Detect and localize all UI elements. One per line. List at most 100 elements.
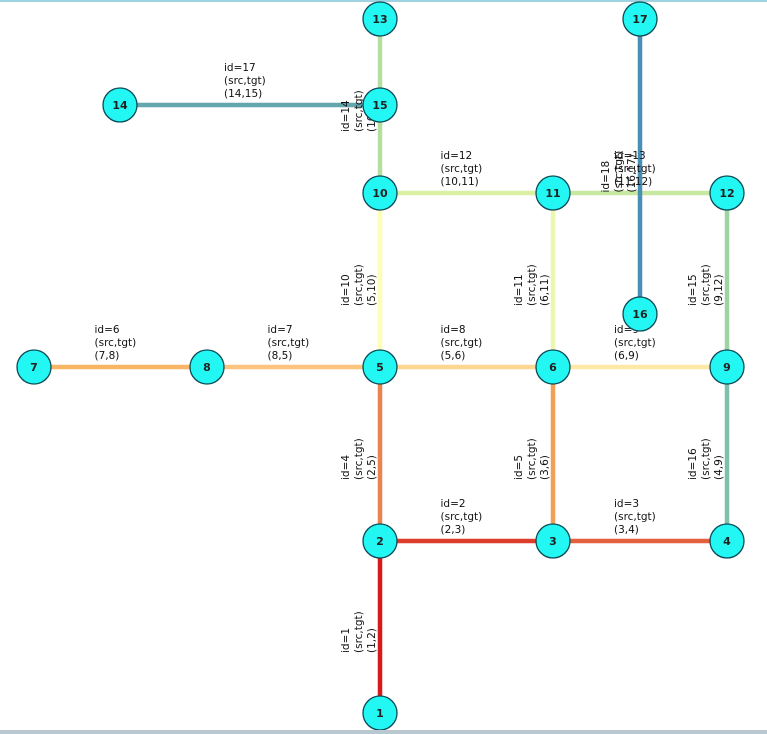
node-label: 2 — [376, 535, 384, 548]
edge-label-4-9: id=16(src,tgt)(4,9) — [687, 438, 725, 480]
node-label: 13 — [372, 13, 387, 26]
edge-id-text: id=13 — [614, 150, 646, 162]
edge-labels-layer: id=1(src,tgt)(1,2)id=2(src,tgt)(2,3)id=3… — [95, 62, 726, 653]
node-label: 15 — [372, 99, 387, 112]
edge-label-9-12: id=15(src,tgt)(9,12) — [687, 264, 725, 306]
node-label: 12 — [719, 187, 734, 200]
node-16: 16 — [622, 296, 658, 332]
edge-pair-text: (6,9) — [614, 350, 639, 362]
edge-pair-text: (5,6) — [441, 350, 466, 362]
node-label: 4 — [723, 535, 731, 548]
edge-pair-text: (11,12) — [614, 176, 652, 188]
edge-label-5-10: id=10(src,tgt)(5,10) — [340, 264, 378, 306]
edge-pair-text: (16,17) — [626, 154, 638, 192]
node-circle — [16, 349, 52, 385]
node-label: 14 — [112, 99, 128, 112]
node-circle — [362, 1, 398, 37]
node-4: 4 — [709, 523, 745, 559]
edge-pair-text: (7,8) — [95, 350, 120, 362]
node-17: 17 — [622, 1, 658, 37]
edge-label-6-11: id=11(src,tgt)(6,11) — [513, 264, 551, 306]
edge-id-text: id=17 — [224, 62, 256, 74]
edge-pair-text: (3,4) — [614, 524, 639, 536]
node-label: 16 — [632, 308, 648, 321]
edge-label-2-3: id=2(src,tgt)(2,3) — [441, 498, 483, 536]
edge-caption-text: (src,tgt) — [526, 264, 538, 306]
edge-caption-text: (src,tgt) — [441, 163, 483, 175]
edge-pair-text: (2,5) — [366, 455, 378, 480]
edge-pair-text: (10,11) — [441, 176, 479, 188]
edge-id-text: id=5 — [513, 455, 525, 480]
edge-caption-text: (src,tgt) — [614, 337, 656, 349]
edge-caption-text: (src,tgt) — [700, 438, 712, 480]
node-circle — [535, 349, 571, 385]
node-label: 9 — [723, 361, 731, 374]
edge-pair-text: (2,3) — [441, 524, 466, 536]
node-circle — [102, 87, 138, 123]
node-circle — [535, 175, 571, 211]
edge-caption-text: (src,tgt) — [353, 438, 365, 480]
edge-id-text: id=1 — [340, 628, 352, 653]
node-5: 5 — [362, 349, 398, 385]
edge-pair-text: (6,11) — [539, 274, 551, 306]
edge-caption-text: (src,tgt) — [613, 151, 625, 193]
node-label: 10 — [372, 187, 388, 200]
node-label: 6 — [549, 361, 557, 374]
node-circle — [709, 349, 745, 385]
edge-label-6-9: id=9(src,tgt)(6,9) — [614, 324, 656, 362]
edge-label-7-8: id=6(src,tgt)(7,8) — [95, 324, 137, 362]
edge-caption-text: (src,tgt) — [353, 264, 365, 306]
node-label: 3 — [549, 535, 557, 548]
node-circle — [622, 1, 658, 37]
edge-id-text: id=16 — [687, 448, 699, 480]
edge-label-10-11: id=12(src,tgt)(10,11) — [441, 150, 483, 188]
node-label: 8 — [203, 361, 211, 374]
edge-id-text: id=2 — [441, 498, 466, 510]
node-circle — [535, 523, 571, 559]
edge-label-5-6: id=8(src,tgt)(5,6) — [441, 324, 483, 362]
node-circle — [709, 523, 745, 559]
edge-id-text: id=8 — [441, 324, 466, 336]
edge-caption-text: (src,tgt) — [95, 337, 137, 349]
edge-label-3-6: id=5(src,tgt)(3,6) — [513, 438, 551, 480]
node-13: 13 — [362, 1, 398, 37]
edge-id-text: id=7 — [268, 324, 293, 336]
edge-caption-text: (src,tgt) — [700, 264, 712, 306]
edge-pair-text: (3,6) — [539, 455, 551, 480]
node-7: 7 — [16, 349, 52, 385]
edge-caption-text: (src,tgt) — [441, 337, 483, 349]
edge-caption-text: (src,tgt) — [353, 90, 365, 132]
edge-id-text: id=12 — [441, 150, 473, 162]
node-10: 10 — [362, 175, 398, 211]
node-circle — [362, 523, 398, 559]
edge-caption-text: (src,tgt) — [224, 75, 266, 87]
node-14: 14 — [102, 87, 138, 123]
bottom-border — [0, 730, 767, 734]
edge-label-16-17: id=18(src,tgt)(16,17) — [600, 151, 638, 193]
node-circle — [362, 349, 398, 385]
node-circle — [709, 175, 745, 211]
edge-label-2-5: id=4(src,tgt)(2,5) — [340, 438, 378, 480]
node-label: 1 — [376, 707, 384, 720]
node-3: 3 — [535, 523, 571, 559]
edge-caption-text: (src,tgt) — [526, 438, 538, 480]
edge-pair-text: (9,12) — [713, 274, 725, 306]
node-circle — [189, 349, 225, 385]
node-11: 11 — [535, 175, 571, 211]
edge-id-text: id=11 — [513, 274, 525, 306]
edge-pair-text: (5,10) — [366, 274, 378, 306]
edge-pair-text: (8,5) — [268, 350, 293, 362]
node-label: 7 — [30, 361, 38, 374]
node-label: 11 — [545, 187, 560, 200]
node-6: 6 — [535, 349, 571, 385]
edge-id-text: id=18 — [600, 161, 612, 193]
edge-label-8-5: id=7(src,tgt)(8,5) — [268, 324, 310, 362]
edge-id-text: id=6 — [95, 324, 120, 336]
node-circle — [362, 87, 398, 123]
edge-caption-text: (src,tgt) — [614, 163, 656, 175]
edge-label-1-2: id=1(src,tgt)(1,2) — [340, 611, 378, 653]
edge-id-text: id=10 — [340, 274, 352, 306]
edge-pair-text: (1,2) — [366, 628, 378, 653]
